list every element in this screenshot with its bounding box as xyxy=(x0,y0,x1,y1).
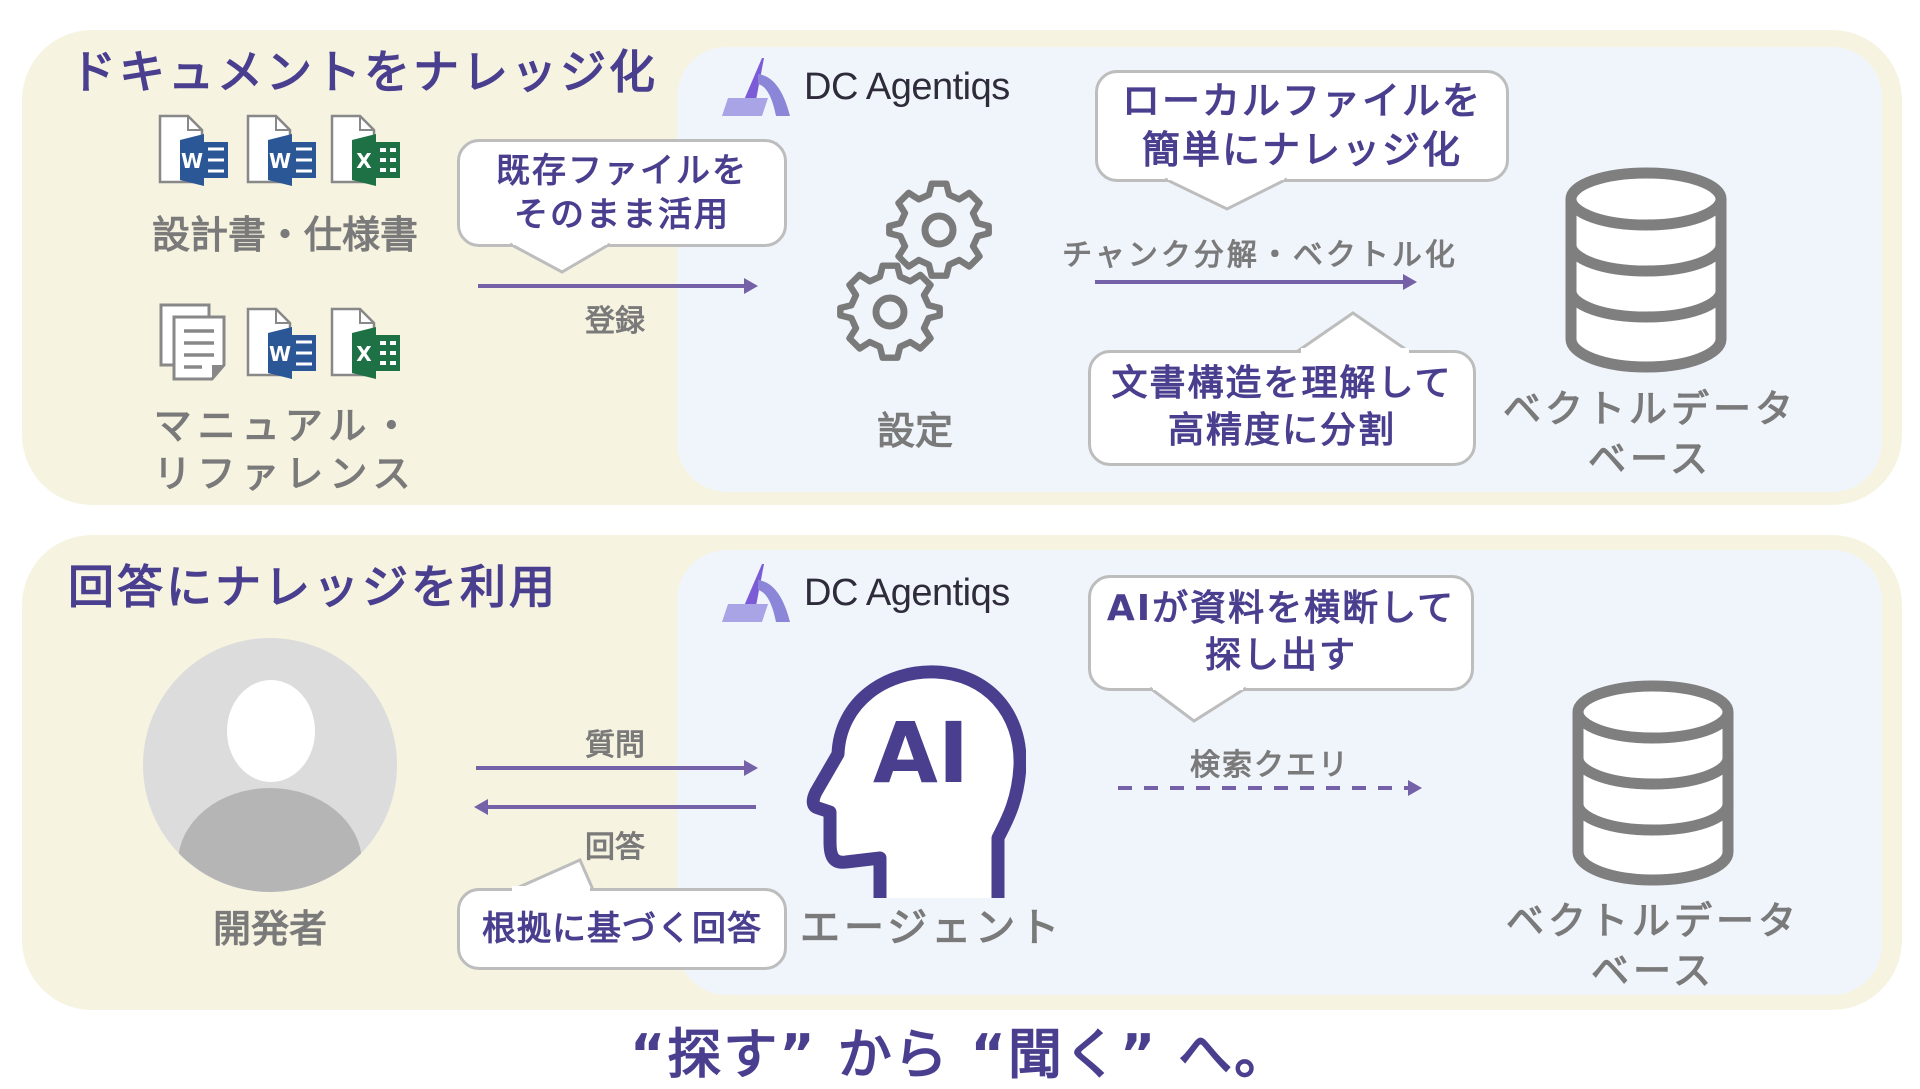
callout-ai-search: AIが資料を横断して 探し出す xyxy=(1088,575,1474,691)
dc-agentiqs-logo: DC Agentiqs xyxy=(722,562,1010,624)
answer-arrow xyxy=(474,799,756,815)
callout-tail xyxy=(510,241,611,274)
agentiqs-logo-icon xyxy=(722,564,790,622)
answer-label: 回答 xyxy=(585,830,645,865)
vector-database-icon xyxy=(1565,167,1727,373)
dc-agentiqs-logo: DC Agentiqs xyxy=(722,56,1010,118)
vector-db-label-line1: ベクトルデータ xyxy=(1505,899,1800,943)
vector-db-label-line2: ベース xyxy=(1590,949,1716,993)
gears-icon xyxy=(837,180,992,361)
callout-existing-files: 既存ファイルを そのまま活用 xyxy=(457,139,787,247)
svg-text:W: W xyxy=(269,149,291,173)
callout-tail-up xyxy=(1295,311,1412,355)
word-file-icon: W xyxy=(246,114,316,186)
developer-avatar xyxy=(143,638,397,892)
svg-text:X: X xyxy=(356,149,372,173)
source-label-specs: 設計書・仕様書 xyxy=(151,213,418,257)
callout-grounded-answer: 根拠に基づく回答 xyxy=(457,888,787,970)
chunk-vectorize-label: チャンク分解・ベクトル化 xyxy=(1062,238,1458,273)
tagline: “探す” から “聞く” へ。 xyxy=(629,1023,1291,1086)
excel-file-icon: X xyxy=(330,307,400,379)
avatar-body xyxy=(178,788,362,892)
register-arrow xyxy=(478,278,758,294)
logo-text: DC Agentiqs xyxy=(804,571,1010,614)
logo-text: DC Agentiqs xyxy=(804,65,1010,108)
file-icons: W W X xyxy=(158,114,400,186)
svg-text:W: W xyxy=(181,149,203,173)
question-arrow xyxy=(476,760,758,776)
callout-structure-split: 文書構造を理解して 高精度に分割 xyxy=(1088,350,1476,466)
document-stack-icon xyxy=(159,303,226,381)
agentiqs-logo-icon xyxy=(722,58,790,116)
source-group-manuals: W X xyxy=(158,303,418,381)
callout-local-files: ローカルファイルを 簡単にナレッジ化 xyxy=(1095,70,1509,182)
source-label-manuals-line1: マニュアル・ xyxy=(153,404,417,448)
ai-agent-head-icon: AI xyxy=(806,665,1026,898)
source-group-specs: W W X xyxy=(158,114,418,186)
developer-label: 開発者 xyxy=(212,907,327,951)
word-file-icon: W xyxy=(158,114,228,186)
callout-tail xyxy=(1150,685,1247,723)
search-query-arrow xyxy=(1118,780,1422,796)
section-title-answer: 回答にナレッジを利用 xyxy=(68,560,558,614)
source-label-manuals-line2: リファレンス xyxy=(153,452,417,496)
register-label: 登録 xyxy=(585,304,645,339)
word-file-icon: W xyxy=(246,307,316,379)
vector-db-label-line2: ベース xyxy=(1587,437,1713,481)
callout-tail-up xyxy=(508,858,596,894)
search-query-label: 検索クエリ xyxy=(1190,748,1350,783)
agent-label: エージェント xyxy=(800,905,1064,951)
chunk-vectorize-arrow xyxy=(1095,274,1417,290)
excel-file-icon: X xyxy=(330,114,400,186)
vector-database-icon xyxy=(1572,680,1734,886)
settings-label: 設定 xyxy=(876,409,953,453)
question-label: 質問 xyxy=(585,728,645,763)
vector-db-label-line1: ベクトルデータ xyxy=(1502,387,1797,431)
svg-text:X: X xyxy=(356,342,372,366)
svg-text:W: W xyxy=(269,342,291,366)
callout-tail xyxy=(1165,176,1288,211)
section-title-ingestion: ドキュメントをナレッジ化 xyxy=(70,45,658,99)
svg-text:AI: AI xyxy=(873,704,969,802)
avatar-head xyxy=(227,680,315,782)
